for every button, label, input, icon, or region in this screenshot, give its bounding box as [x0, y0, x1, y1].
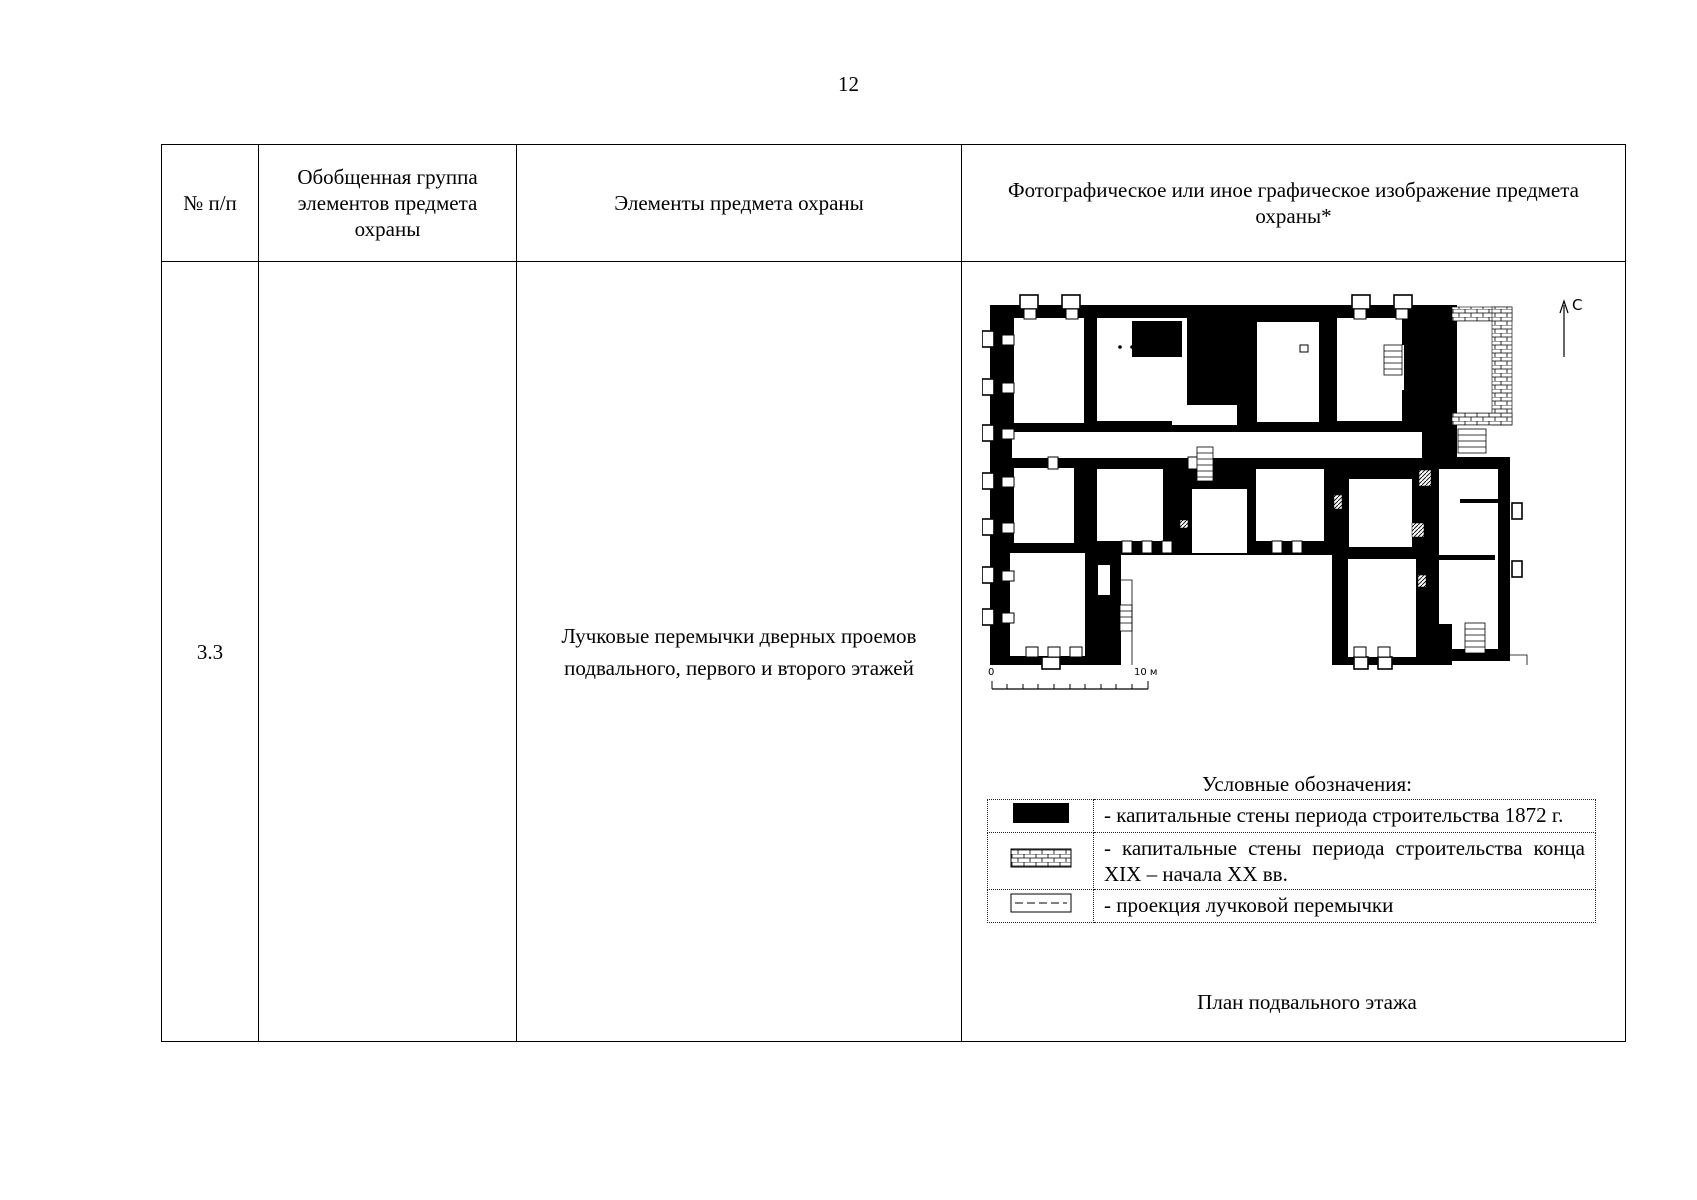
legend-row: - капитальные стены периода строительств…: [987, 799, 1596, 833]
legend-symbol-dashed: [987, 889, 1094, 923]
north-arrow: С: [1559, 296, 1582, 357]
plan-caption: План подвального этажа: [1197, 990, 1417, 1014]
column-divider: [258, 145, 259, 1041]
legend-text: - капитальные стены периода строительств…: [1093, 799, 1596, 833]
protection-table: № п/п Обобщенная группа элементов предме…: [161, 144, 1626, 1042]
basement-floor-plan: С 0 10 м: [982, 294, 1582, 690]
legend-text: - капитальные стены периода строительств…: [1093, 832, 1596, 890]
stairs: [1112, 344, 1528, 665]
legend-symbol-solid: [987, 799, 1094, 833]
legend-symbol-brick: [987, 832, 1094, 890]
row-number: 3.3: [196, 639, 224, 664]
page-number: 12: [838, 72, 859, 96]
header-elements: Элементы предмета охраны: [614, 191, 864, 215]
legend-row: - проекция лучковой перемычки: [987, 889, 1596, 923]
legend-row: - капитальные стены периода строительств…: [987, 832, 1596, 890]
hatched-fragments: [1179, 469, 1432, 588]
rooms: [1010, 318, 1502, 669]
scale-end-label: 10 м: [1134, 667, 1157, 678]
header-number: № п/п: [183, 191, 237, 215]
row-group: [259, 262, 516, 1041]
later-walls: [1451, 306, 1513, 426]
row-element-text: Лучковые перемычки дверных проемов подва…: [561, 623, 917, 680]
header-divider: [162, 261, 1625, 262]
column-divider: [516, 145, 517, 1041]
scale-start-label: 0: [988, 667, 994, 678]
column-divider: [961, 145, 962, 1041]
scale-bar: 0 10 м: [988, 667, 1157, 690]
window-bays: [982, 294, 1523, 670]
lintel-projections: [1001, 308, 1409, 658]
legend-table: - капитальные стены периода строительств…: [987, 799, 1596, 923]
interior-details: [1118, 344, 1309, 353]
north-label: С: [1572, 296, 1582, 314]
header-group: Обобщенная группа элементов предмета охр…: [297, 165, 478, 241]
legend-text: - проекция лучковой перемычки: [1093, 889, 1596, 923]
header-image: Фотографическое или иное графическое изо…: [1007, 178, 1579, 228]
legend-title: Условные обозначения:: [1201, 772, 1413, 796]
